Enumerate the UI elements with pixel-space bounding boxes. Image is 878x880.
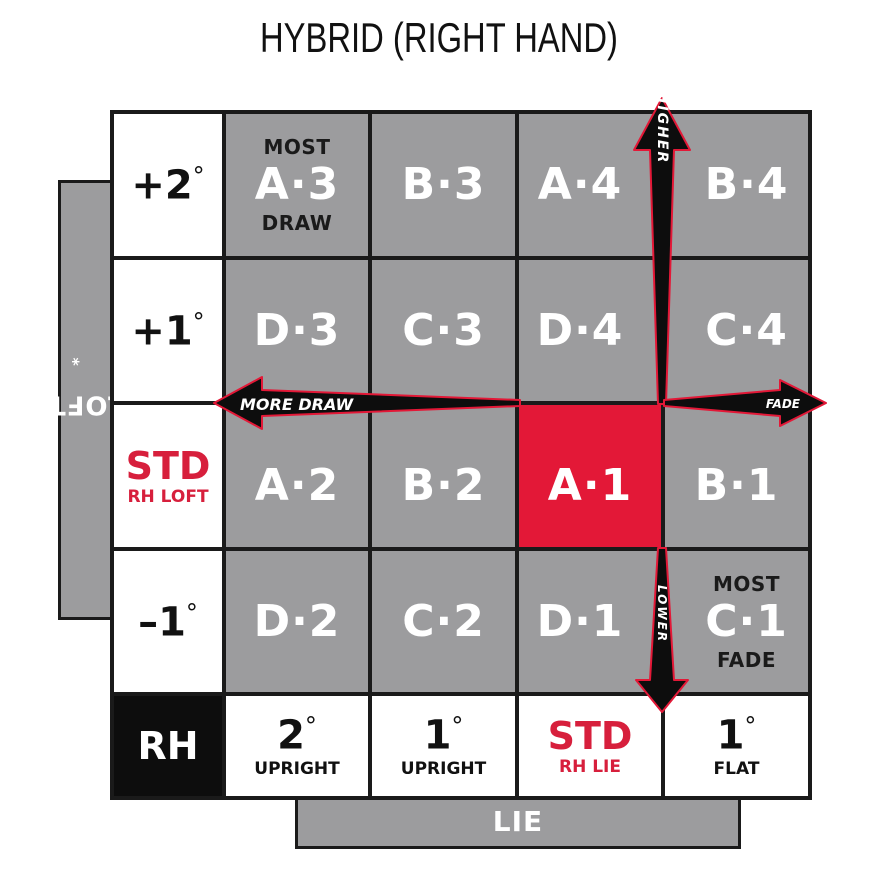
setting-code: A·4 xyxy=(537,159,623,210)
loft-axis-label-wrap: LOFT* xyxy=(46,180,123,620)
lie-value: 1 xyxy=(423,712,452,759)
setting-cell-d1: D·1 xyxy=(519,551,661,692)
setting-code: C·2 xyxy=(402,595,485,647)
setting-cell-c4: C·4 xyxy=(665,260,808,401)
degree-mark: ° xyxy=(304,711,317,740)
loft-value: +2 xyxy=(131,162,193,209)
lie-value: 1 xyxy=(716,712,745,759)
lie-std-note: RH LIE xyxy=(558,756,621,777)
setting-code: D·1 xyxy=(536,595,624,647)
setting-note-top: MOST xyxy=(713,571,780,596)
setting-code: C·1 xyxy=(705,595,788,647)
loft-row-plus1: +1° xyxy=(114,260,222,401)
setting-cell-c3: C·3 xyxy=(372,260,515,401)
setting-cell-a4: A·4 xyxy=(519,114,661,256)
lie-col-1-upright: 1° UPRIGHT xyxy=(372,696,515,796)
lie-std-value: STD xyxy=(547,713,633,758)
lie-note: UPRIGHT xyxy=(254,759,340,780)
diagram-title: HYBRID (RIGHT HAND) xyxy=(260,14,618,61)
settings-grid: +2° MOST A·3 DRAW B·3 A·4 B·4 +1° D·3 C·… xyxy=(110,110,812,800)
setting-cell-d2: D·2 xyxy=(226,551,368,692)
degree-mark: ° xyxy=(744,711,757,740)
setting-note-top: MOST xyxy=(263,135,331,159)
setting-cell-b4: B·4 xyxy=(665,114,808,256)
setting-code: B·4 xyxy=(704,159,789,210)
setting-cell-a3: MOST A·3 DRAW xyxy=(226,114,368,256)
lie-col-1-flat: 1° FLAT xyxy=(665,696,808,796)
setting-code: C·4 xyxy=(705,304,788,356)
setting-cell-d4: D·4 xyxy=(519,260,661,401)
setting-cell-b1: B·1 xyxy=(665,405,808,547)
lie-note: FLAT xyxy=(713,759,760,780)
loft-axis-bar xyxy=(58,180,110,620)
setting-code: D·2 xyxy=(253,595,341,647)
loft-row-minus1: –1° xyxy=(114,551,222,692)
lie-value: 2 xyxy=(277,712,305,759)
lie-axis-label: LIE xyxy=(492,805,544,838)
setting-cell-b2: B·2 xyxy=(372,405,515,547)
setting-code: C·3 xyxy=(402,304,485,356)
setting-cell-d3: D·3 xyxy=(226,260,368,401)
lie-axis-bar: LIE xyxy=(295,797,741,849)
setting-code: B·2 xyxy=(401,460,486,511)
rh-corner-cell: RH xyxy=(114,696,222,796)
setting-note-bottom: DRAW xyxy=(261,211,333,235)
degree-mark: ° xyxy=(185,598,198,627)
rh-corner-label: RH xyxy=(137,724,199,768)
loft-std-value: STD xyxy=(125,443,211,488)
setting-code: D·4 xyxy=(536,304,624,356)
setting-code: B·1 xyxy=(694,460,779,511)
setting-cell-a1-standard: A·1 xyxy=(519,405,661,547)
lie-col-std: STD RH LIE xyxy=(519,696,661,796)
lie-col-2-upright: 2° UPRIGHT xyxy=(226,696,368,796)
setting-cell-c2: C·2 xyxy=(372,551,515,692)
setting-code: A·3 xyxy=(254,159,340,210)
loft-axis-mark: * xyxy=(68,356,88,367)
setting-cell-b3: B·3 xyxy=(372,114,515,256)
degree-mark: ° xyxy=(192,162,205,191)
degree-mark: ° xyxy=(192,307,205,336)
loft-std-note: RH LOFT xyxy=(127,486,209,507)
setting-code: A·2 xyxy=(254,460,340,511)
loft-row-std: STD RH LOFT xyxy=(114,405,222,547)
loft-value: –1 xyxy=(138,599,186,646)
loft-row-plus2: +2° xyxy=(114,114,222,256)
setting-code: B·3 xyxy=(401,159,486,210)
degree-mark: ° xyxy=(451,711,464,740)
setting-code: A·1 xyxy=(547,460,633,511)
setting-note-bottom: FADE xyxy=(716,647,777,672)
setting-code: D·3 xyxy=(253,304,341,356)
setting-cell-a2: A·2 xyxy=(226,405,368,547)
loft-value: +1 xyxy=(131,308,193,355)
lie-note: UPRIGHT xyxy=(400,759,487,780)
setting-cell-c1: MOST C·1 FADE xyxy=(665,551,808,692)
